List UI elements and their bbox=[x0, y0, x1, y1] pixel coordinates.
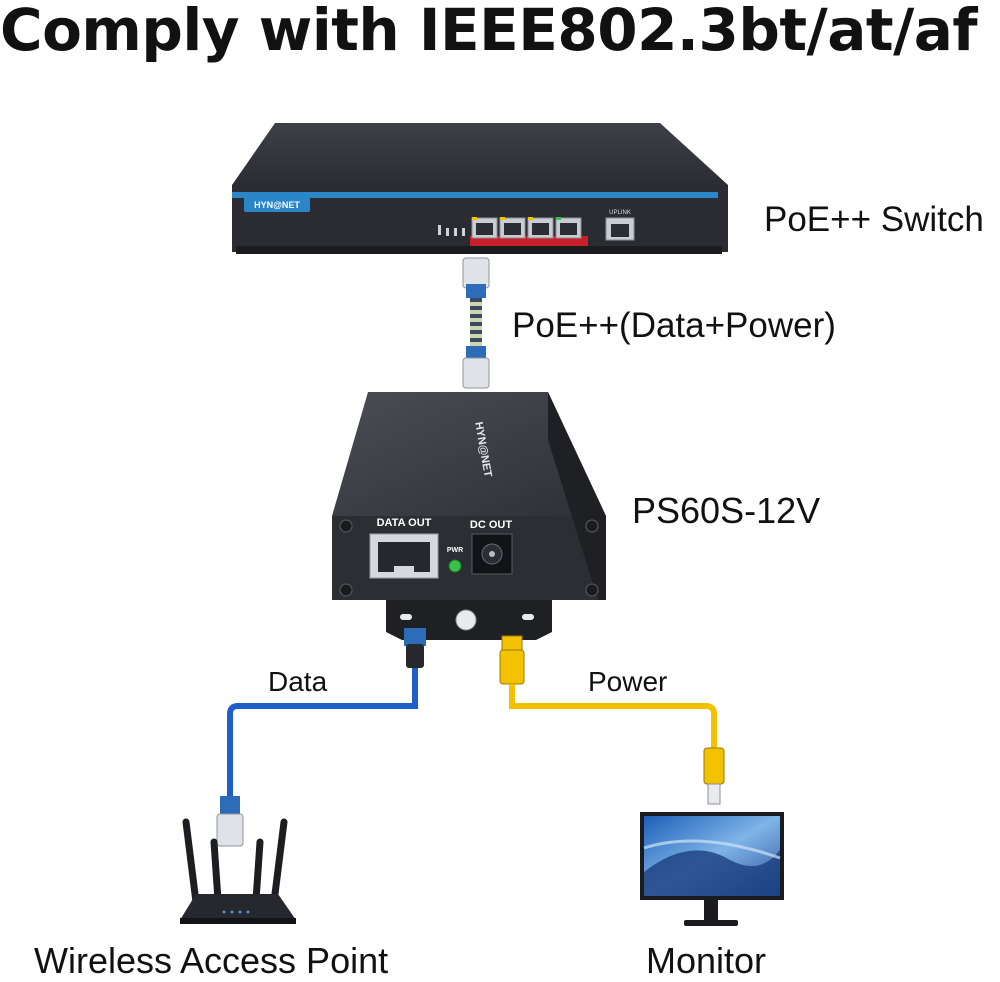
power-label: Power bbox=[588, 666, 668, 697]
switch-label: PoE++ Switch bbox=[764, 200, 984, 239]
monitor-label: Monitor bbox=[646, 940, 767, 981]
data-label: Data bbox=[268, 666, 328, 697]
page-heading: Comply with IEEE802.3bt/at/af bbox=[0, 0, 978, 64]
poe-cable bbox=[462, 257, 490, 389]
dc-out-label: DC OUT bbox=[470, 519, 512, 531]
model-label: PS60S-12V bbox=[632, 490, 821, 531]
poe-splitter: HYN@NET DATA OUT DC OUT PWR bbox=[332, 392, 606, 640]
pwr-label: PWR bbox=[447, 547, 463, 554]
data-cable bbox=[216, 628, 426, 847]
wireless-access-point bbox=[180, 818, 296, 924]
poe-link-label: PoE++(Data+Power) bbox=[512, 306, 836, 345]
pwr-led bbox=[448, 559, 462, 573]
switch-brand-logo bbox=[244, 197, 310, 212]
poe-ports bbox=[471, 217, 582, 239]
uplink-label: UPLINK bbox=[609, 210, 631, 216]
data-out-label: DATA OUT bbox=[377, 517, 432, 529]
power-cable bbox=[499, 635, 725, 805]
switch-brand-text: HYN@NET bbox=[254, 200, 300, 210]
poe-port-strip bbox=[470, 236, 588, 246]
monitor bbox=[640, 812, 784, 926]
wap-label: Wireless Access Point bbox=[34, 940, 389, 981]
switch-status-leds bbox=[438, 225, 465, 236]
poe-switch: HYN@NET UPLINK bbox=[232, 123, 728, 254]
switch-stripe bbox=[232, 192, 718, 198]
